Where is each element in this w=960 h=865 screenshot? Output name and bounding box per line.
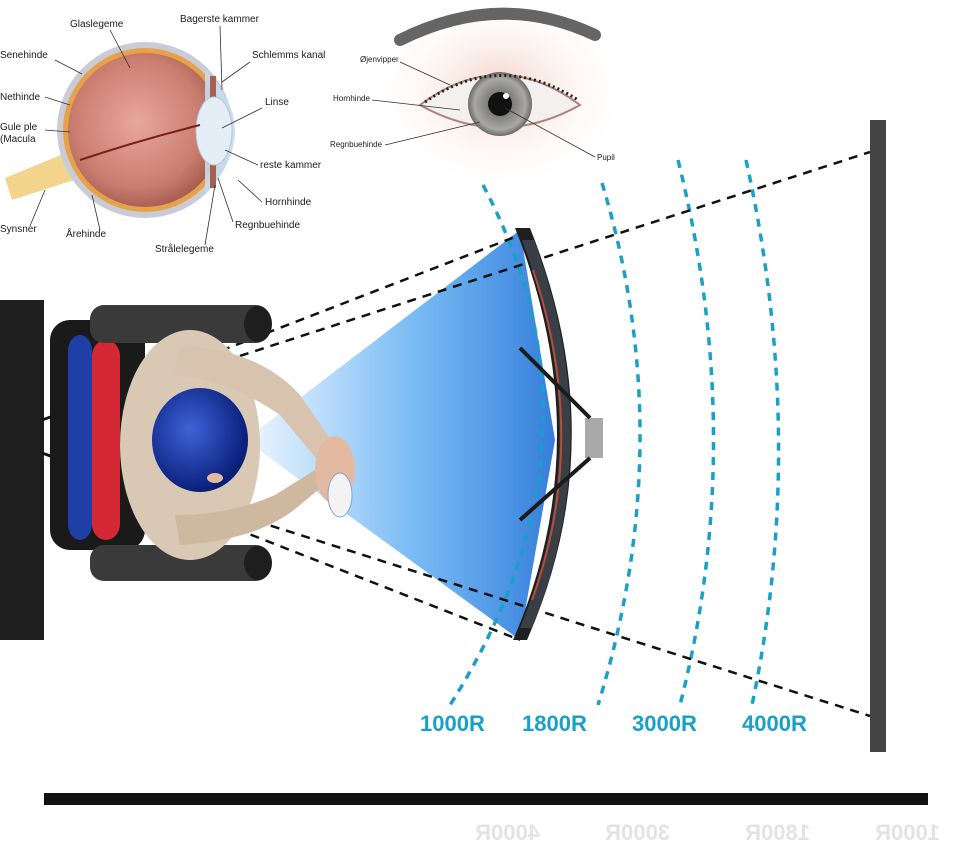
label-1800r: 1800R — [522, 711, 587, 736]
label-nethinde: Nethinde — [0, 92, 40, 103]
eye-anatomy-leaders — [29, 25, 263, 246]
curved-monitor-panel — [520, 240, 571, 628]
curved-monitor — [513, 228, 603, 640]
chair-armrest-bottom-cap — [244, 546, 272, 580]
retinal-vessel — [79, 124, 201, 161]
eyebrow — [394, 7, 601, 46]
label-pupil: Pupil — [597, 153, 615, 162]
arc-3000r — [676, 159, 716, 706]
label-glaslegeme: Glaslegeme — [70, 19, 124, 30]
chair-armrest-top-cap — [244, 306, 272, 342]
chair-armrest-top — [90, 305, 270, 343]
arc-4000r — [744, 159, 781, 706]
eyeball-vitreous — [68, 53, 222, 207]
iris-lower — [210, 146, 216, 188]
reflection-1000r: 1000R — [875, 820, 940, 845]
left-dark-strip-fade — [0, 300, 44, 640]
monitor-stand-arm-bottom — [518, 456, 592, 522]
floor-line — [44, 793, 928, 805]
left-dark-strip — [0, 300, 44, 640]
label-straalelegeme: Strålelegeme — [155, 243, 214, 255]
label-linse: Linse — [265, 97, 289, 108]
person-head — [152, 388, 248, 492]
game-controller — [327, 472, 353, 518]
eye-anatomy-labels: Glaslegeme Bagerste kammer Senehinde Sch… — [0, 14, 325, 255]
gamer-top-view — [50, 305, 355, 581]
person-arm-bottom — [175, 468, 330, 545]
eye-front-diagram: Øjenvipper Hornhinde Regnbuehinde Pupil — [330, 0, 620, 182]
label-gule-plet: Gule ple — [0, 122, 38, 133]
monitor-stand-neck — [585, 418, 603, 458]
person-ear — [207, 473, 223, 483]
label-reflections: 1000R 1800R 3000R 4000R — [475, 820, 940, 845]
eye-glint — [503, 93, 509, 99]
arc-1000r — [448, 184, 545, 706]
arc-1800r — [596, 182, 642, 706]
reflection-4000r: 4000R — [475, 820, 540, 845]
flat-screen — [870, 120, 886, 752]
eyelashes — [424, 74, 579, 104]
person-arm-top — [175, 345, 345, 475]
chair-armrest-bottom — [90, 545, 270, 581]
label-schlemms-kanal: Schlemms kanal — [252, 50, 325, 61]
label-synsnerve: Synsner — [0, 224, 37, 235]
label-4000r: 4000R — [742, 711, 807, 736]
curved-monitor-highlight — [531, 269, 563, 601]
reflection-1800r: 1800R — [745, 820, 810, 845]
label-macula: (Macula — [0, 134, 36, 145]
label-bageste-kammer: Bagerste kammer — [180, 14, 260, 25]
curvature-arcs — [448, 159, 781, 706]
label-3000r: 3000R — [632, 711, 697, 736]
curvature-labels: 1000R 1800R 3000R 4000R — [420, 711, 807, 736]
label-forreste-kammer: reste kammer — [260, 160, 322, 171]
eye-front-leaders — [371, 61, 596, 158]
eye-lens — [195, 96, 233, 166]
label-1000r: 1000R — [420, 711, 485, 736]
eye-front-labels: Øjenvipper Hornhinde Regnbuehinde Pupil — [330, 55, 615, 162]
chair-cushion-red — [92, 340, 120, 540]
label-ojenvipper: Øjenvipper — [360, 55, 399, 64]
label-senehinde: Senehinde — [0, 50, 48, 61]
label-aarehinde: Årehinde — [66, 227, 106, 240]
label-hornhinde-anatomy: Hornhinde — [265, 197, 312, 208]
chair-cushion-blue — [68, 335, 92, 540]
iris-upper — [210, 76, 216, 116]
label-regnbuehinde-front: Regnbuehinde — [330, 140, 383, 149]
label-regnbuehinde-anatomy: Regnbuehinde — [235, 220, 300, 231]
monitor-stand-arm-top — [518, 346, 592, 420]
label-hornhinde-front: Hornhinde — [333, 94, 370, 103]
reflection-3000r: 3000R — [605, 820, 670, 845]
field-of-view-cone — [245, 230, 555, 640]
eye-anatomy-diagram: Glaslegeme Bagerste kammer Senehinde Sch… — [0, 0, 325, 265]
